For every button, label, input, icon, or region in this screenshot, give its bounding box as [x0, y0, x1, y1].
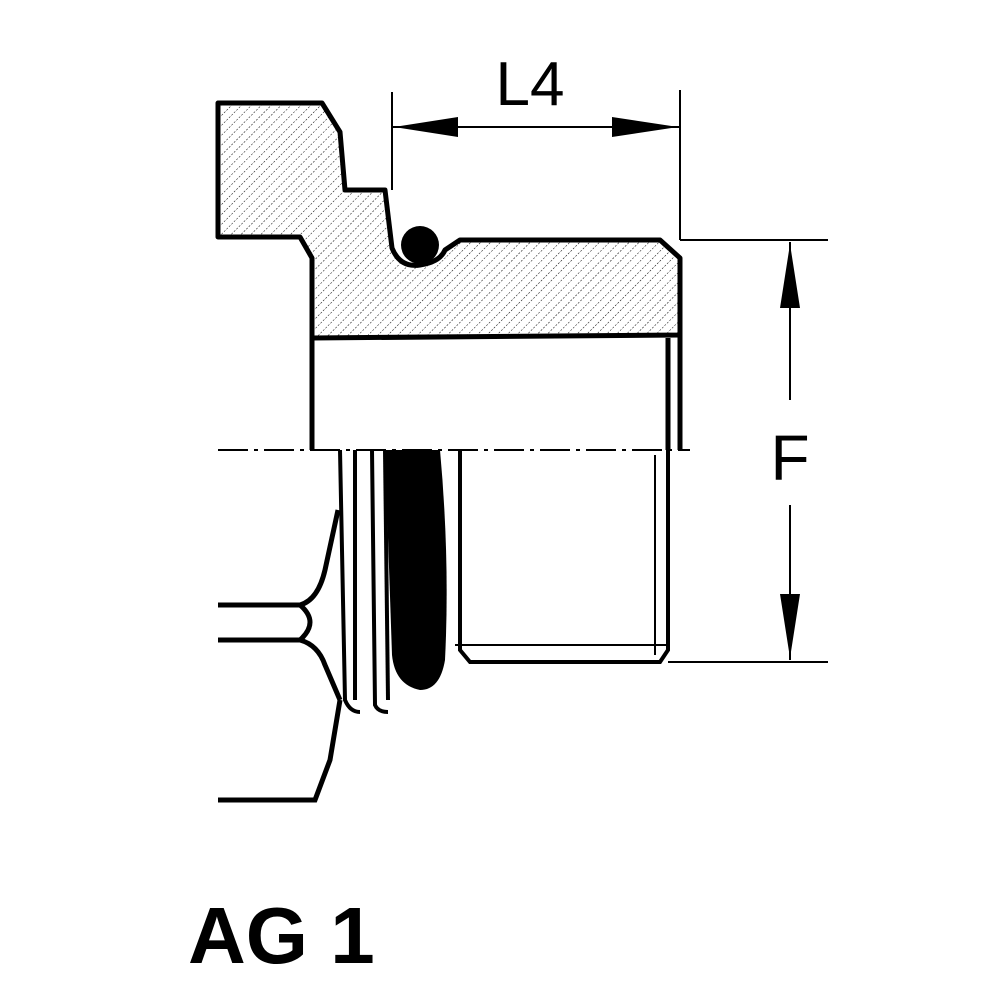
body-outline-lower	[218, 509, 343, 803]
section-body-hatched	[215, 100, 683, 341]
o-ring-section	[401, 226, 439, 264]
dimension-l4	[391, 90, 681, 240]
dimension-f-label: F	[770, 422, 809, 494]
dimension-l4-label: L4	[496, 50, 565, 119]
dimension-f	[668, 239, 828, 663]
part-code-label: AG 1	[188, 891, 375, 980]
thread-view	[455, 450, 670, 664]
groove-lines	[338, 449, 390, 714]
bore	[309, 335, 683, 450]
o-ring-external	[385, 450, 447, 690]
